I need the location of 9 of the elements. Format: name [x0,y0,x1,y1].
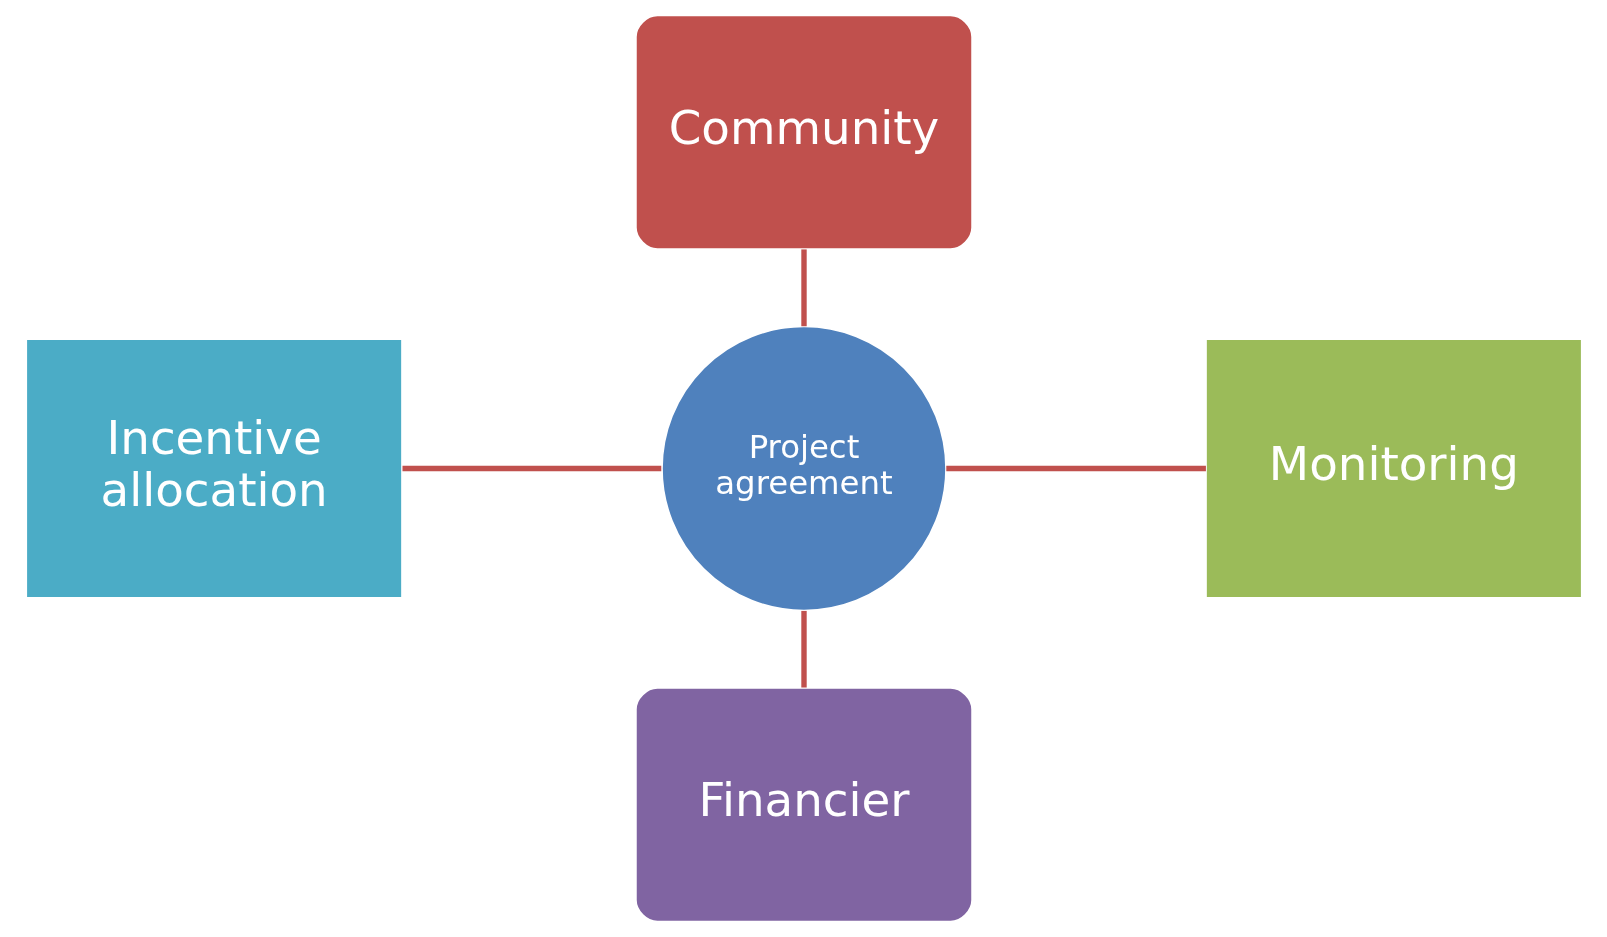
node-box: Monitoring [1204,338,1583,599]
node-circle: Project agreement [660,325,947,612]
connector [800,249,807,327]
node-box: Incentive allocation [24,338,403,599]
node-box: Financier [634,687,973,923]
connector [800,610,807,688]
connector [402,465,661,472]
node-box: Community [634,14,973,250]
connector [945,465,1206,472]
